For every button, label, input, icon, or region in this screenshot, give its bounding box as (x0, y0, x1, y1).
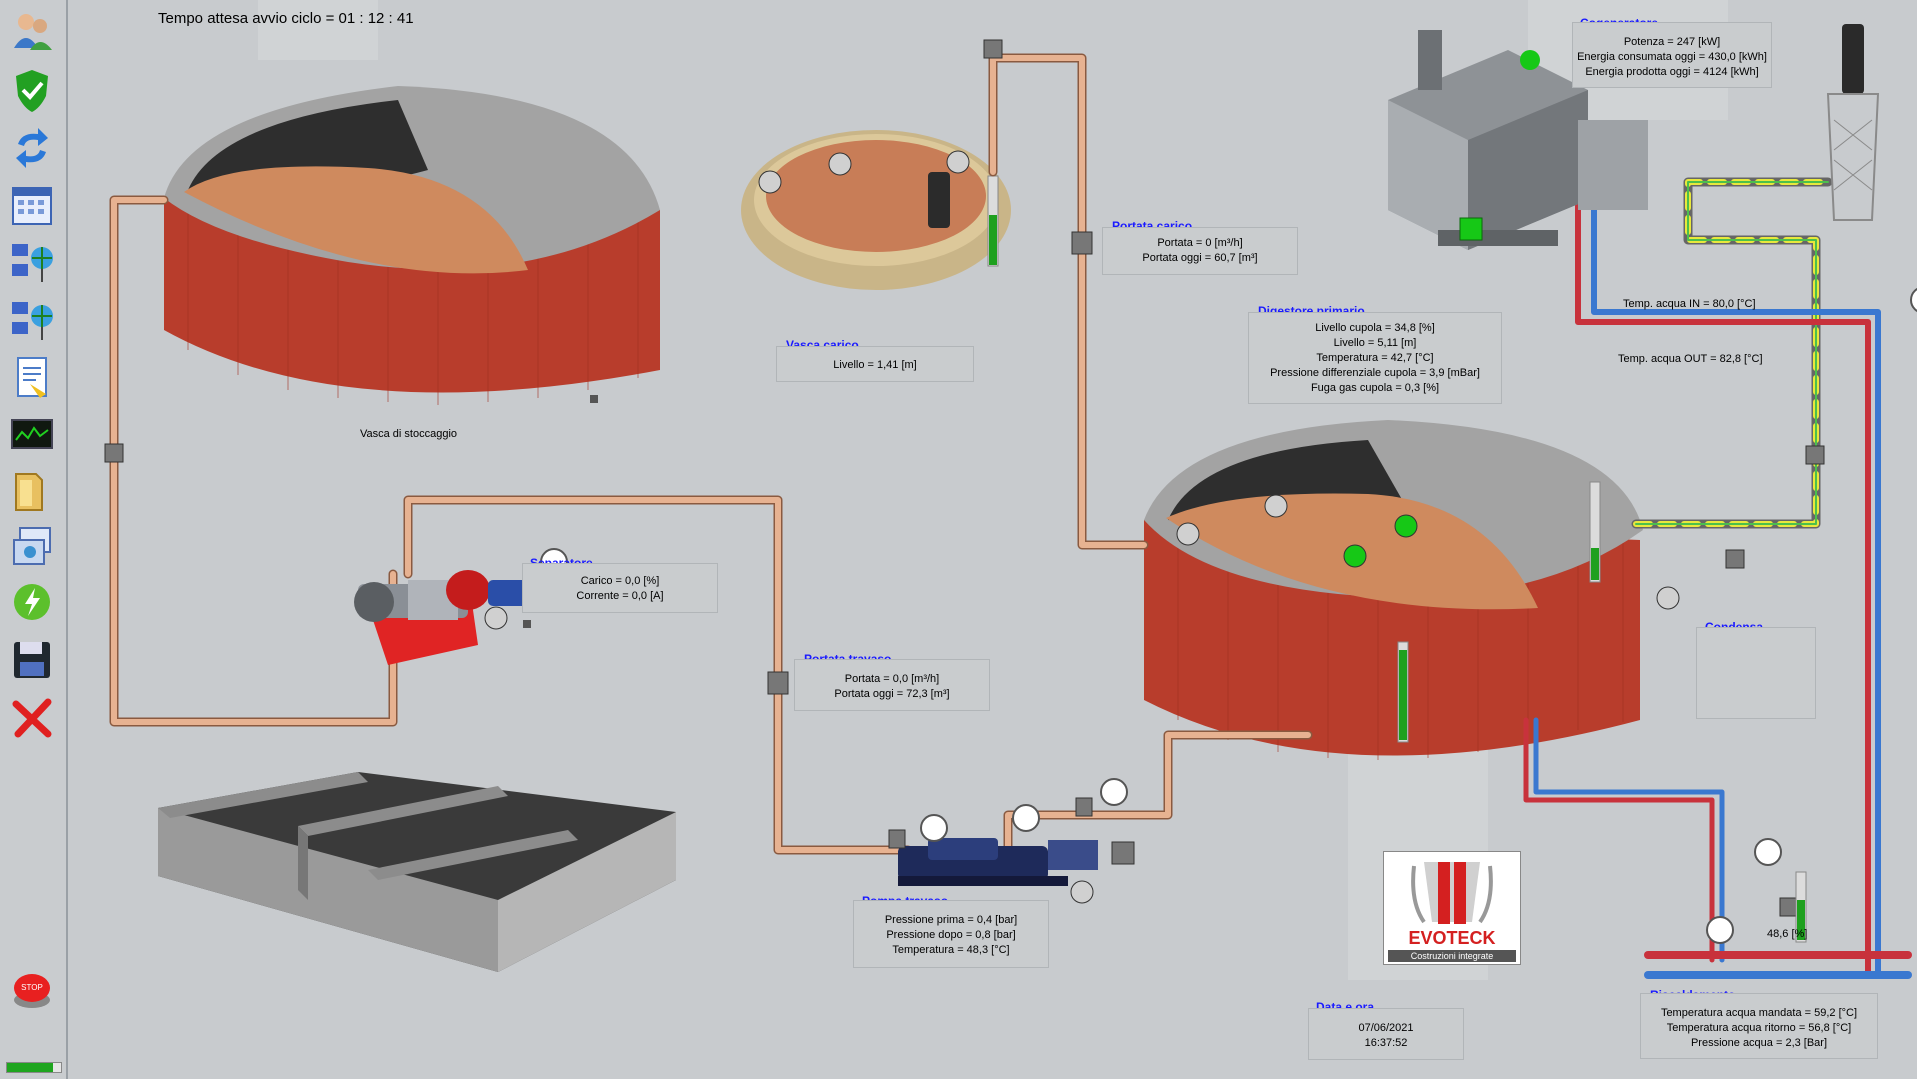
folder-icon[interactable] (8, 466, 56, 514)
riscaldamento-line: Temperatura acqua ritorno = 56,8 [°C] (1666, 1022, 1852, 1034)
data-ora-info: 07/06/2021 16:37:52 (1308, 1008, 1464, 1060)
separatore-info: Carico = 0,0 [%] Corrente = 0,0 [A] (522, 563, 718, 613)
separatore-machine[interactable] (354, 570, 532, 665)
pipes (109, 53, 1912, 979)
calendar-icon[interactable] (8, 182, 56, 230)
data-ora-time: 16:37:52 (1364, 1037, 1408, 1049)
evoteck-logo: EVOTECK Costruzioni integrate (1383, 851, 1521, 965)
temp-acqua-out: Temp. acqua OUT = 82,8 [°C] (1618, 353, 1763, 365)
evoteck-brand: EVOTECK (1408, 928, 1495, 948)
scada-canvas: Tempo attesa avvio ciclo = 01 : 12 : 41 … (68, 0, 1917, 1079)
network-icon[interactable] (8, 238, 56, 286)
riscaldamento-line: Temperatura acqua mandata = 59,2 [°C] (1660, 1007, 1858, 1019)
digestore-tank[interactable] (1144, 420, 1643, 760)
gauges (540, 287, 1917, 944)
refresh-icon[interactable] (8, 124, 56, 172)
digestore-line: Fuga gas cupola = 0,3 [%] (1310, 382, 1440, 394)
portata-travaso-info: Portata = 0,0 [m³/h] Portata oggi = 72,3… (794, 659, 990, 711)
data-ora-date: 07/06/2021 (1358, 1022, 1414, 1034)
digestore-line: Pressione differenziale cupola = 3,9 [mB… (1270, 367, 1480, 379)
evoteck-logo-graphic: EVOTECK Costruzioni integrate (1388, 862, 1516, 962)
riscaldamento-info: Temperatura acqua mandata = 59,2 [°C] Te… (1640, 993, 1878, 1059)
progress-fill (7, 1063, 53, 1072)
report-icon[interactable] (8, 354, 56, 402)
portata-carico-portata: Portata = 0 [m³/h] (1157, 237, 1243, 249)
bunker-silos (158, 772, 676, 972)
lightning-icon[interactable] (8, 578, 56, 626)
digestore-line: Temperatura = 42,7 [°C] (1316, 352, 1434, 364)
progress-bar (6, 1062, 62, 1073)
valves (104, 39, 1825, 917)
portata-travaso-portata: Portata = 0,0 [m³/h] (844, 673, 940, 685)
torcia-tower[interactable] (1826, 24, 1880, 221)
portata-travaso-oggi: Portata oggi = 72,3 [m³] (834, 688, 950, 700)
vasca-stoccaggio-caption: Vasca di stoccaggio (360, 428, 458, 440)
shield-check-icon[interactable] (8, 66, 56, 114)
save-icon[interactable] (8, 636, 56, 684)
pompa-travaso-info: Pressione prima = 0,4 [bar] Pressione do… (853, 900, 1049, 968)
temp-acqua-in: Temp. acqua IN = 80,0 [°C] (1623, 298, 1756, 310)
vasca-carico-livello: Livello = 1,41 [m] (833, 359, 917, 371)
windows-icon[interactable] (8, 522, 56, 570)
portata-carico-info: Portata = 0 [m³/h] Portata oggi = 60,7 [… (1102, 227, 1298, 275)
separatore-carico: Carico = 0,0 [%] (580, 575, 660, 587)
cogeneratore-line: Energia prodotta oggi = 4124 [kWh] (1585, 66, 1759, 78)
cogeneratore-line: Energia consumata oggi = 430,0 [kWh] (1577, 51, 1767, 63)
evoteck-tagline: Costruzioni integrate (1411, 951, 1494, 961)
close-icon[interactable] (8, 694, 56, 742)
cogeneratore-info: Potenza = 247 [kW] Energia consumata ogg… (1572, 22, 1772, 88)
sidebar: STOP (0, 0, 68, 1079)
users-icon[interactable] (8, 8, 56, 56)
digestore-info: Livello cupola = 34,8 [%] Livello = 5,11… (1248, 312, 1502, 404)
network-settings-icon[interactable] (8, 296, 56, 344)
portata-carico-oggi: Portata oggi = 60,7 [m³] (1142, 252, 1258, 264)
digestore-line: Livello cupola = 34,8 [%] (1315, 322, 1435, 334)
vasca-stoccaggio-tank[interactable] (164, 86, 660, 405)
pompa-travaso[interactable] (898, 838, 1098, 886)
valvola-value: 48,6 [%] (1767, 928, 1808, 940)
stop-label: STOP (21, 983, 43, 992)
pompa-travaso-line: Pressione dopo = 0,8 [bar] (886, 929, 1016, 941)
vasca-carico-info: Livello = 1,41 [m] (776, 346, 974, 382)
trend-icon[interactable] (8, 410, 56, 458)
separatore-corrente: Corrente = 0,0 [A] (576, 590, 664, 602)
vasca-carico-tank[interactable] (741, 130, 1011, 290)
cogeneratore-line: Potenza = 247 [kW] (1623, 36, 1721, 48)
cycle-timer: Tempo attesa avvio ciclo = 01 : 12 : 41 (158, 10, 414, 27)
condensa-box (1696, 627, 1816, 719)
digestore-line: Livello = 5,11 [m] (1333, 337, 1417, 349)
pompa-travaso-line: Pressione prima = 0,4 [bar] (884, 914, 1018, 926)
mixers (484, 150, 1680, 904)
riscaldamento-line: Pressione acqua = 2,3 [Bar] (1690, 1037, 1828, 1049)
pompa-travaso-line: Temperatura = 48,3 [°C] (892, 944, 1010, 956)
stop-icon[interactable]: STOP (8, 966, 56, 1014)
